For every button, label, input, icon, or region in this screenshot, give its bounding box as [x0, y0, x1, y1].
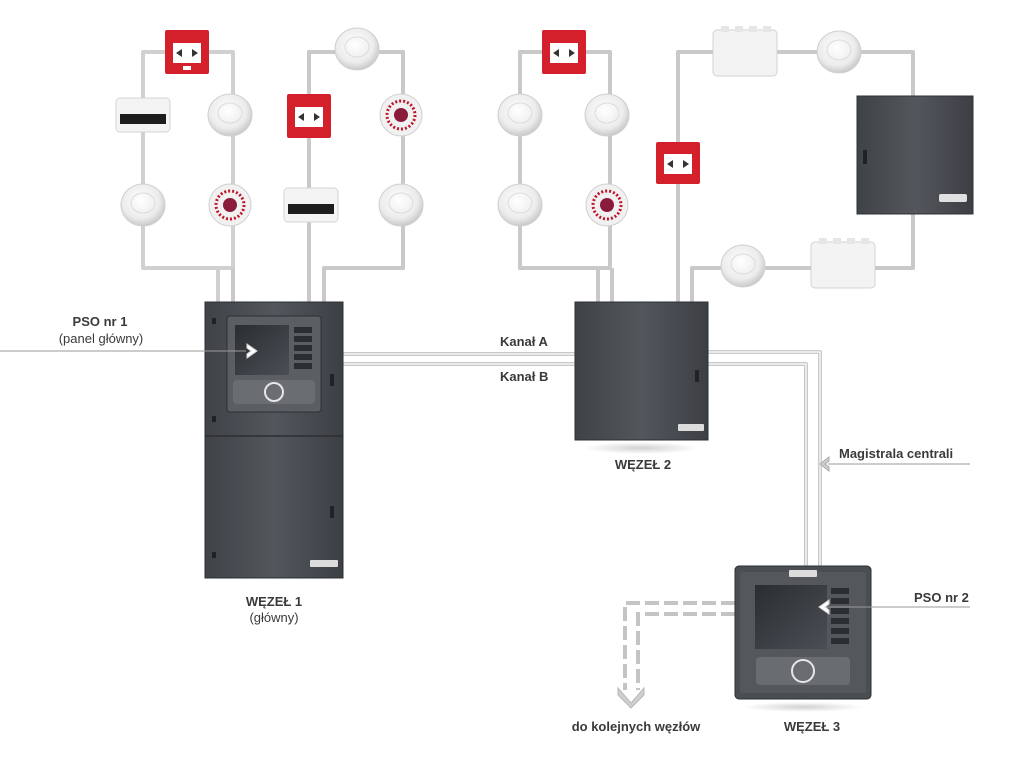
node1-cabinet: [204, 301, 344, 579]
dashed-link-next-nodes: [623, 601, 735, 690]
smoke-detector-icon: [497, 93, 543, 137]
pso2-title: PSO nr 2: [914, 590, 969, 605]
smoke-detector-icon: [497, 183, 543, 227]
next-nodes-label: do kolejnych węzłów: [571, 719, 701, 734]
pso1-title: PSO nr 1: [72, 314, 128, 329]
smoke-detector-icon: [584, 93, 630, 137]
wezel1-title: WĘZEŁ 1: [245, 594, 303, 609]
sounder-icon: [208, 183, 252, 227]
remote-cabinet: [856, 95, 974, 215]
sounder-icon: [379, 93, 423, 137]
smoke-detector-icon: [720, 244, 766, 288]
wezel2-title: WĘZEŁ 2: [614, 457, 672, 472]
kanal-a-label: Kanał A: [500, 334, 548, 349]
kanal-b-label: Kanał B: [500, 369, 549, 384]
call-point-icon: [656, 142, 700, 184]
chevron-left-icon: [819, 455, 830, 473]
pointer-lines: [0, 350, 970, 608]
smoke-detector-icon: [378, 183, 424, 227]
pso1-subtitle: (panel główny): [58, 331, 144, 346]
call-point-icon: [165, 30, 209, 74]
smoke-detector-icon: [120, 183, 166, 227]
call-point-icon: [542, 30, 586, 74]
wezel3-title: WĘZEŁ 3: [783, 719, 841, 734]
beam-detector-icon: [283, 187, 339, 223]
smoke-detector-icon: [207, 93, 253, 137]
junction-box-icon: [712, 26, 778, 77]
beam-detector-icon: [115, 97, 171, 133]
junction-box-icon: [810, 238, 876, 289]
wezel1-subtitle: (główny): [249, 610, 299, 625]
node2-cabinet: [574, 301, 709, 454]
cable-highlight: [343, 351, 821, 570]
node3-panel: [734, 565, 872, 712]
smoke-detector-icon: [816, 30, 862, 74]
chevron-down-icon: [617, 686, 645, 709]
call-point-icon: [287, 94, 331, 138]
arrow-left-icon: [818, 599, 830, 615]
magistrala-label: Magistrala centrali: [839, 446, 954, 461]
smoke-detector-icon: [334, 27, 380, 71]
arrow-right-icon: [246, 343, 258, 359]
sounder-icon: [585, 183, 629, 227]
